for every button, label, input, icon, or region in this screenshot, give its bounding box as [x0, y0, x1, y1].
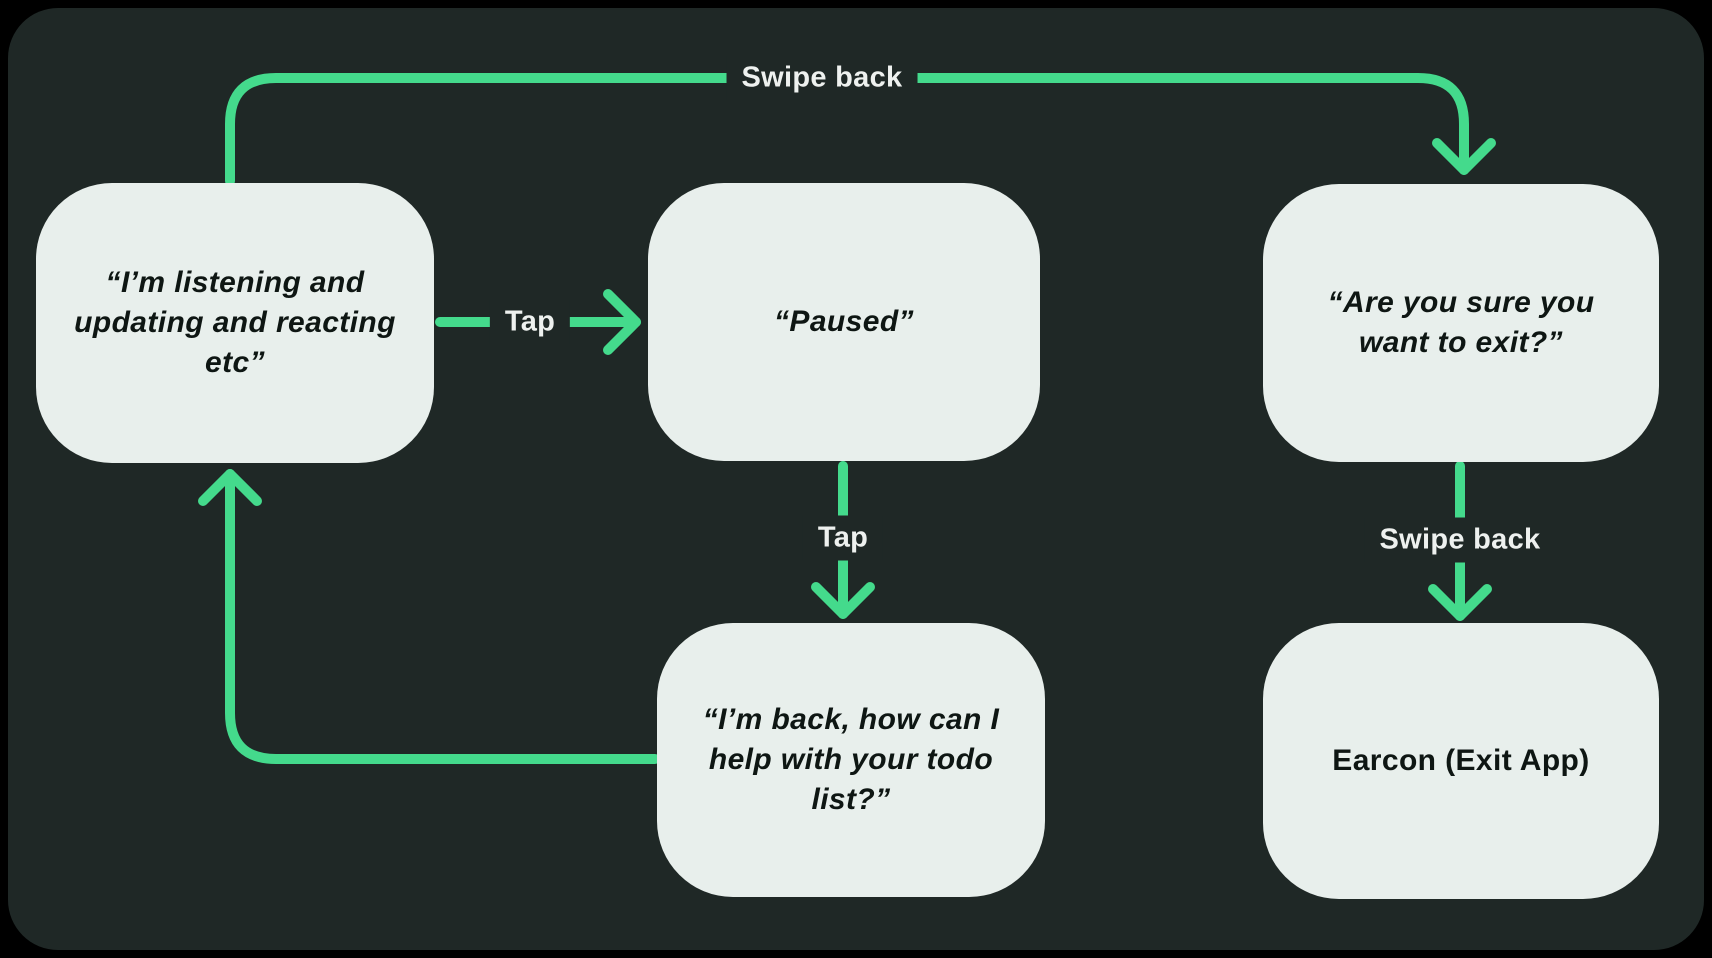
edge-label-tap-to-resume: Tap	[802, 515, 884, 561]
node-exit-confirmation-state: “Are you sure you want to exit?”	[1263, 184, 1659, 462]
arrowhead-up-into-listening-icon	[198, 469, 262, 506]
edge-label-swipe-back-to-exit: Swipe back	[1364, 517, 1556, 563]
node-listening-text: “I’m listening and updating and reacting…	[74, 266, 396, 379]
node-back-resume-text: “I’m back, how can I help with your todo…	[702, 703, 1000, 816]
node-earcon-exit-state: Earcon (Exit App)	[1263, 623, 1659, 899]
edge-label-tap-to-pause: Tap	[489, 299, 571, 345]
arrowhead-down-into-exit-confirmation-icon	[1432, 138, 1496, 175]
arrowhead-down-into-back-node-icon	[811, 582, 875, 619]
node-paused-text: “Paused”	[774, 305, 914, 339]
node-exit-confirmation-text: “Are you sure you want to exit?”	[1327, 286, 1595, 359]
node-listening-state: “I’m listening and updating and reacting…	[36, 183, 434, 463]
connector-loop-back-to-listening	[225, 469, 660, 764]
arrowhead-right-into-paused-icon	[603, 289, 641, 355]
node-paused-state: “Paused”	[648, 183, 1040, 461]
node-earcon-exit-text: Earcon (Exit App)	[1332, 744, 1590, 778]
node-back-resume-state: “I’m back, how can I help with your todo…	[657, 623, 1045, 897]
edge-label-swipe-back-top: Swipe back	[726, 55, 918, 101]
arrowhead-down-into-earcon-icon	[1428, 584, 1492, 621]
